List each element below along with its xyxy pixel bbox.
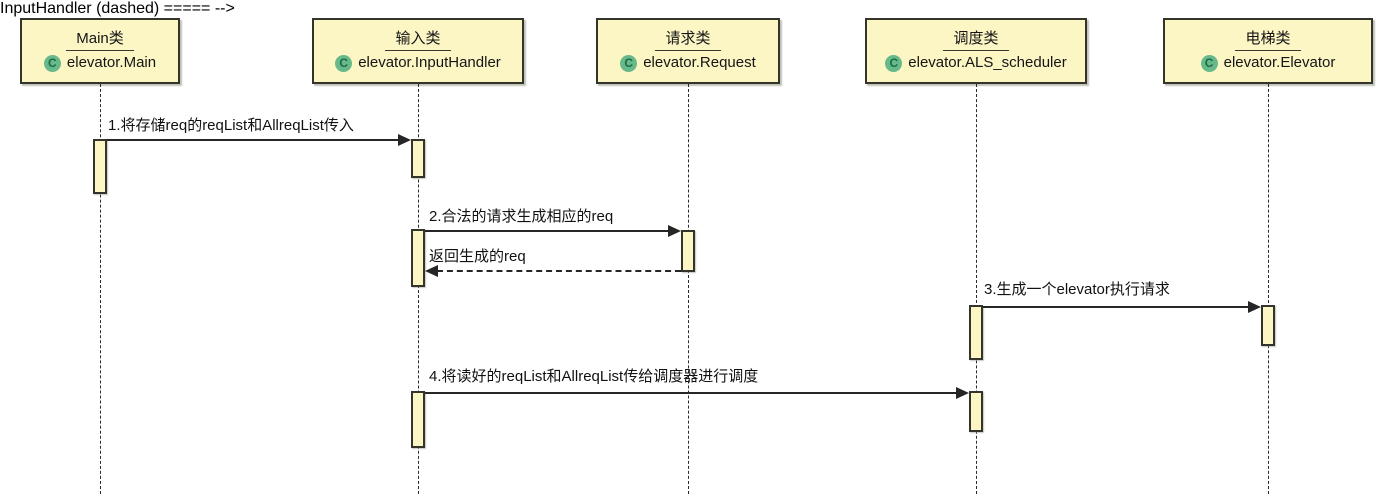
message-line-1 [107,139,399,141]
participant-box-elevator: 电梯类 C elevator.Elevator [1163,18,1373,84]
participant-classname: elevator.Request [643,54,756,71]
participant-box-inputhandler: 输入类 C elevator.InputHandler [312,18,524,84]
message-line-3 [983,306,1249,308]
participant-box-request: 请求类 C elevator.Request [596,18,780,84]
arrowhead-right-icon [956,387,969,399]
arrowhead-right-icon [1248,301,1261,313]
participant-class-row: C elevator.Elevator [1200,54,1336,72]
arrowhead-right-icon [398,134,411,146]
participant-class-row: C elevator.ALS_scheduler [885,54,1067,72]
participant-title: 电梯类 [1235,30,1301,51]
lifeline-scheduler [976,84,977,494]
message-line-2 [425,230,669,232]
message-label-4: 4.将读好的reqList和AllreqList传给调度器进行调度 [429,368,759,385]
activation-request-msg2 [681,230,695,272]
participant-title: 请求类 [655,30,721,51]
message-line-4 [425,392,957,394]
arrowhead-left-icon [425,265,438,277]
participant-class-row: C elevator.Main [43,54,157,72]
participant-box-main: Main类 C elevator.Main [20,18,180,84]
message-line-return [437,270,681,272]
class-icon: C [1200,54,1218,72]
class-icon: C [43,54,61,72]
activation-scheduler-msg3 [969,305,983,360]
message-label-2: 2.合法的请求生成相应的req [429,208,614,225]
activation-inputhandler-msg4 [411,391,425,448]
participant-classname: elevator.ALS_scheduler [908,54,1067,71]
activation-inputhandler-msg2 [411,229,425,287]
message-label-3: 3.生成一个elevator执行请求 [984,281,1170,298]
class-icon: C [885,54,903,72]
arrowhead-right-icon [668,225,681,237]
message-label-1: 1.将存储req的reqList和AllreqList传入 [108,117,354,134]
lifeline-elevator [1268,84,1269,494]
class-icon: C [620,54,638,72]
participant-title: 调度类 [943,30,1009,51]
activation-scheduler-msg4 [969,391,983,432]
activation-main-msg1 [93,139,107,194]
message-label-return: 返回生成的req [429,248,526,265]
lifeline-main [100,84,101,494]
participant-classname: elevator.Main [66,54,157,71]
lifeline-inputhandler [418,84,419,494]
participant-box-scheduler: 调度类 C elevator.ALS_scheduler [865,18,1087,84]
participant-class-row: C elevator.Request [620,54,756,72]
class-icon: C [335,54,353,72]
lifeline-request [688,84,689,494]
participant-classname: elevator.Elevator [1223,54,1336,71]
participant-classname: elevator.InputHandler [358,54,501,71]
activation-inputhandler-msg1 [411,139,425,178]
participant-title: 输入类 [385,30,451,51]
activation-elevator-msg3 [1261,305,1275,346]
participant-title: Main类 [66,30,134,51]
participant-class-row: C elevator.InputHandler [335,54,501,72]
